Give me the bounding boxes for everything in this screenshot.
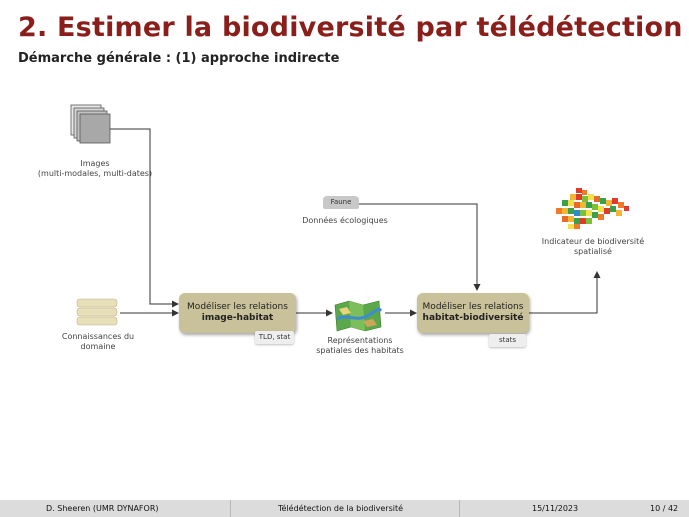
model-image-habitat-box: Modéliser les relations image-habitat: [179, 293, 296, 333]
indicator-label: Indicateur de biodiversité spatialisé: [541, 237, 645, 256]
footer-talk-title: Télédétection de la biodiversité: [278, 504, 404, 513]
model-habitat-biodiversite-box: Modéliser les relations habitat-biodiver…: [417, 293, 529, 333]
slide-footer: D. Sheeren (UMR DYNAFOR) Télédétection d…: [0, 500, 689, 517]
faune-database-icon: Faune: [323, 196, 359, 209]
model1-methods-tag: TLD, stat: [255, 331, 294, 344]
footer-date: 15/11/2023: [532, 504, 579, 513]
slide-subtitle: Démarche générale : (1) approche indirec…: [18, 51, 340, 66]
knowledge-database-icon: [76, 298, 118, 326]
model2-methods-tag: stats: [489, 334, 526, 347]
donnees-ecologiques-label: Données écologiques: [302, 216, 388, 225]
arrow-images-to-model1: [110, 128, 179, 308]
footer-divider: [459, 500, 460, 517]
arrow-model2-to-indicator: [529, 271, 601, 314]
slide-title: 2. Estimer la biodiversité par télédétec…: [18, 12, 683, 43]
images-label: Images (multi-modales, multi-dates): [37, 159, 153, 178]
footer-page-number: 10 / 42: [650, 504, 679, 513]
representations-label: Représentations spatiales des habitats: [316, 336, 404, 355]
knowledge-label: Connaissances du domaine: [61, 332, 135, 351]
biodiversity-map-icon: [556, 188, 629, 229]
arrow-faune-to-model2: [359, 203, 481, 291]
footer-author: D. Sheeren (UMR DYNAFOR): [46, 504, 159, 513]
habitat-map-icon: [334, 300, 383, 332]
image-stack-icon: [70, 104, 111, 144]
footer-divider: [230, 500, 231, 517]
